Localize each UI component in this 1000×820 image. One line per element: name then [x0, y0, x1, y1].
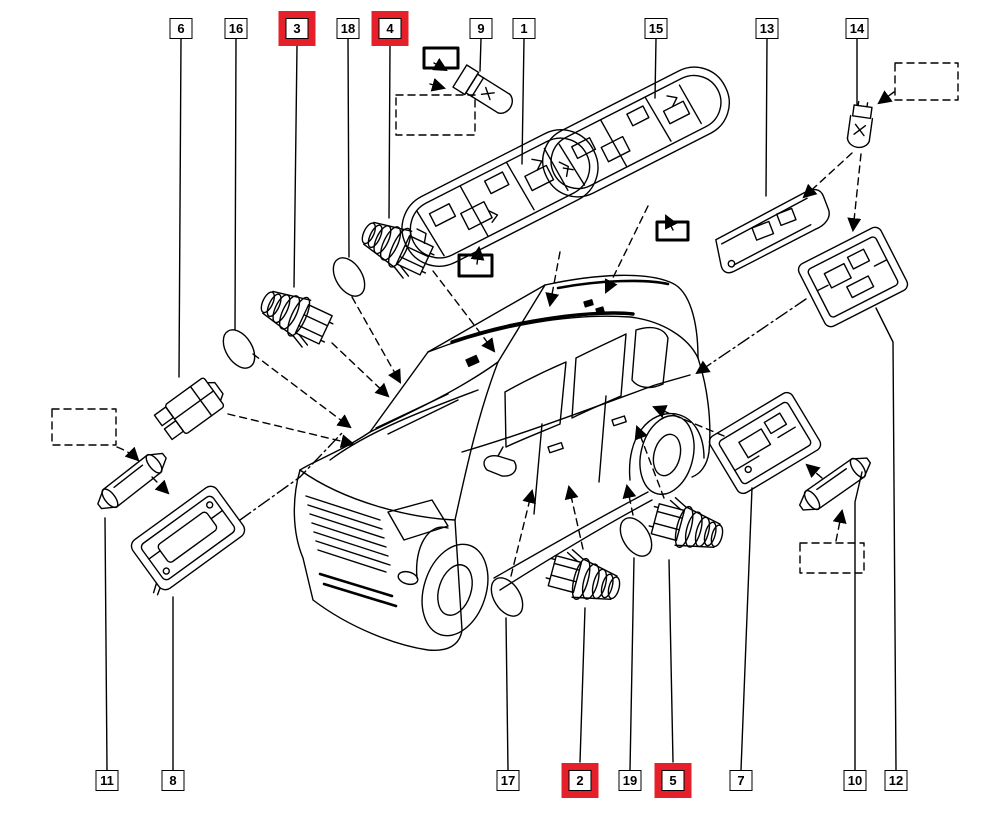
bulb-socket-2	[545, 549, 621, 601]
interior-lamp-12	[797, 226, 909, 328]
oval-seal-17	[490, 577, 524, 617]
relation-lines	[116, 90, 895, 577]
oval-seal-18	[332, 257, 366, 297]
lamp-connector-6	[153, 377, 225, 441]
dashed-reference-boxes	[51, 62, 959, 574]
map-lamp-13	[715, 188, 830, 274]
callout-6[interactable]: 6	[169, 18, 193, 39]
callout-4[interactable]: 4	[378, 18, 402, 39]
callout-12[interactable]: 12	[884, 770, 908, 791]
wedge-bulb-9	[452, 64, 513, 114]
callout-leader-lines	[104, 38, 897, 771]
callout-7[interactable]: 7	[729, 770, 753, 791]
relation-lines-dashdot	[239, 298, 807, 521]
courtesy-lamp-console-1	[401, 129, 599, 267]
festoon-bulb-10	[798, 457, 872, 511]
bulb-socket-3	[260, 290, 334, 348]
vehicle	[293, 274, 711, 652]
callout-1[interactable]: 1	[512, 18, 536, 39]
callout-18[interactable]: 18	[336, 18, 360, 39]
callout-16[interactable]: 16	[224, 18, 248, 39]
callout-3[interactable]: 3	[285, 18, 309, 39]
festoon-bulb-11	[97, 452, 167, 510]
callout-10[interactable]: 10	[843, 770, 867, 791]
callout-15[interactable]: 15	[644, 18, 668, 39]
courtesy-lamp-console-15	[542, 66, 730, 198]
callout-14[interactable]: 14	[845, 18, 869, 39]
bulb-socket-5	[648, 497, 724, 549]
insert-arrows	[429, 57, 678, 265]
callout-19[interactable]: 19	[618, 770, 642, 791]
callout-13[interactable]: 13	[755, 18, 779, 39]
callout-11[interactable]: 11	[95, 770, 119, 791]
oval-seal-19	[619, 517, 653, 557]
callout-17[interactable]: 17	[496, 770, 520, 791]
interior-lamp-7	[708, 391, 822, 495]
callout-5[interactable]: 5	[661, 770, 685, 791]
clip-boxes	[422, 46, 690, 278]
callout-9[interactable]: 9	[469, 18, 493, 39]
callout-8[interactable]: 8	[161, 770, 185, 791]
license-lamp-8	[130, 485, 246, 596]
bulb-socket-4	[361, 221, 435, 279]
wedge-bulb-14	[846, 100, 874, 149]
oval-seal-16	[222, 329, 256, 369]
callout-2[interactable]: 2	[568, 770, 592, 791]
